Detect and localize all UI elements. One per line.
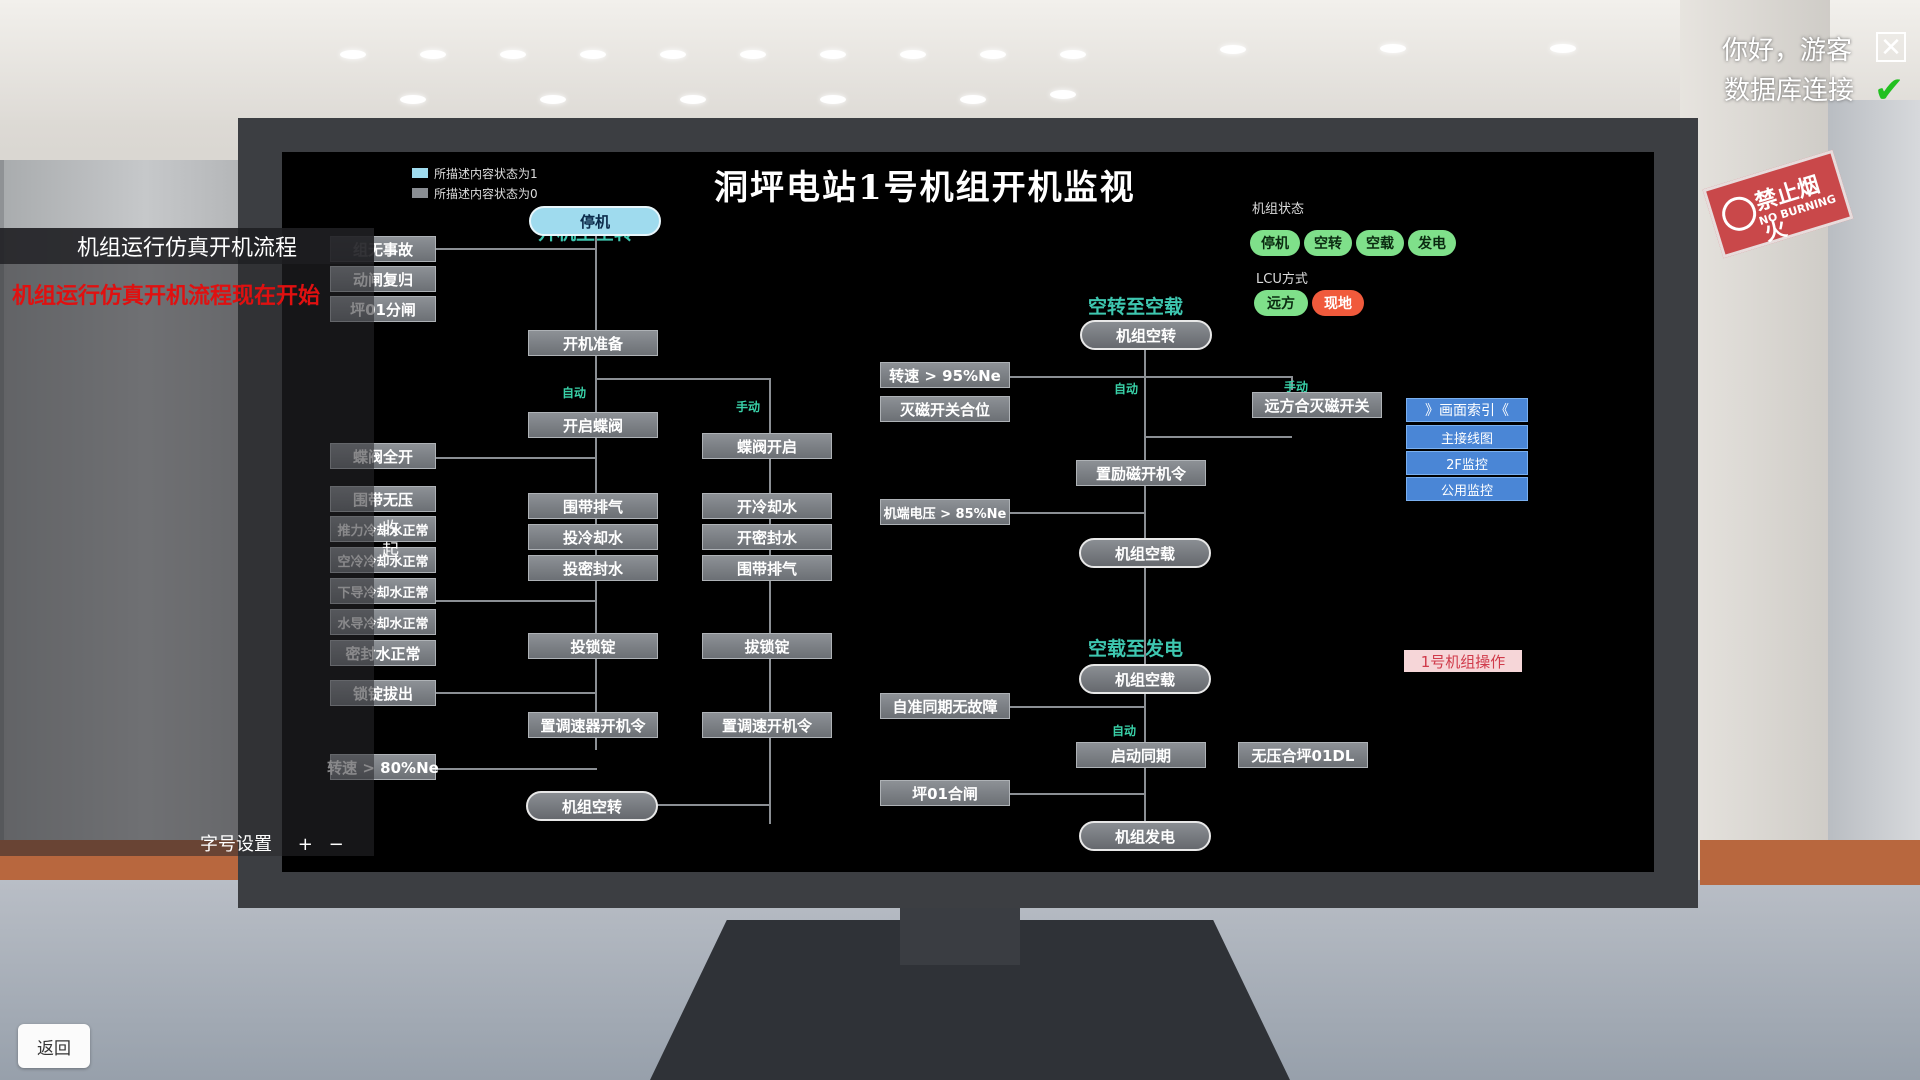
mode-auto-2: 自动 (1114, 382, 1139, 396)
pillar (1828, 100, 1920, 900)
mode-manual-2: 手动 (1284, 380, 1309, 394)
step-exc-cmd: 置励磁开机令 (1076, 460, 1206, 486)
lcu-local: 现地 (1312, 290, 1364, 316)
state-generate: 发电 (1408, 230, 1456, 256)
collapse-button[interactable]: 收起 (382, 519, 399, 561)
db-status: 数据库连接 (1724, 76, 1855, 106)
legend-swatch-off (412, 188, 428, 198)
state-idle: 空转 (1304, 230, 1352, 256)
legend-state0: 所描述内容状态为0 (434, 187, 538, 201)
monitor-screen: 所描述内容状态为1 所描述内容状态为0 洞坪电站1号机组开机监视 开机至空转 空… (282, 152, 1654, 872)
step-noload: 机组空载 (1079, 538, 1211, 568)
step-open-valve: 开启蝶阀 (528, 412, 658, 438)
font-setting: 字号设置 + − (200, 830, 344, 856)
cond-field-closed: 灭磁开关合位 (880, 396, 1010, 422)
state-stop: 停机 (1250, 230, 1300, 256)
step-open-seal: 开密封水 (702, 524, 832, 550)
step-gov-cmd: 置调速器开机令 (528, 712, 658, 738)
step-noload-2: 机组空载 (1079, 664, 1211, 694)
step-prepare: 开机准备 (528, 330, 658, 356)
panel-title: 机组运行仿真开机流程 (0, 228, 374, 264)
legend-state1: 所描述内容状态为1 (434, 167, 538, 181)
index-2f-monitor[interactable]: 2F监控 (1406, 451, 1528, 475)
step-generate: 机组发电 (1079, 821, 1211, 851)
step-seal-water: 投密封水 (528, 555, 658, 581)
step-seal-exhaust: 围带排气 (528, 493, 658, 519)
step-exhaust: 围带排气 (702, 555, 832, 581)
step-idle: 机组空转 (526, 791, 658, 821)
step-stop[interactable]: 停机 (529, 206, 661, 236)
unit-op-button[interactable]: 1号机组操作 (1404, 650, 1522, 672)
index-header[interactable]: 》画面索引《 (1406, 398, 1528, 422)
page-title: 洞坪电站1号机组开机监视 (714, 168, 1136, 208)
monitor-neck (900, 905, 1020, 965)
panel-message: 机组运行仿真开机流程现在开始 (12, 284, 321, 309)
section-noload-gen: 空载至发电 (1088, 638, 1184, 660)
greeting: 你好，游客 (1722, 36, 1853, 66)
flow-panel (0, 228, 374, 856)
step-start-sync: 启动同期 (1076, 742, 1206, 768)
lcu-mode-label: LCU方式 (1256, 272, 1308, 287)
font-decrease-button[interactable]: − (328, 834, 344, 855)
mode-auto-1: 自动 (562, 386, 587, 400)
step-pull-lock: 拔锁锭 (702, 633, 832, 659)
index-main-wiring[interactable]: 主接线图 (1406, 425, 1528, 449)
floor-stripe (1700, 840, 1920, 885)
step-valve-open: 蝶阀开启 (702, 433, 832, 459)
mode-auto-3: 自动 (1112, 724, 1137, 738)
check-icon: ✔ (1874, 70, 1905, 111)
step-remote-field: 远方合灭磁开关 (1252, 392, 1382, 418)
font-setting-label: 字号设置 (200, 834, 272, 855)
mode-manual-1: 手动 (736, 400, 761, 414)
lcu-remote: 远方 (1254, 290, 1308, 316)
step-idle-2: 机组空转 (1080, 320, 1212, 350)
section-idle-noload: 空转至空载 (1088, 296, 1184, 318)
wall (1680, 0, 1830, 900)
cond-speed-95: 转速 > 95%Ne (880, 362, 1010, 388)
unit-state-label: 机组状态 (1252, 202, 1305, 217)
cond-breaker-close: 坪01合闸 (880, 780, 1010, 806)
back-button[interactable]: 返回 (18, 1024, 90, 1068)
close-icon[interactable]: ✕ (1876, 32, 1906, 62)
cond-sync-ok: 自准同期无故障 (880, 693, 1010, 719)
step-dead-bus: 无压合坪01DL (1238, 742, 1368, 768)
state-noload: 空载 (1356, 230, 1404, 256)
step-open-cool: 开冷却水 (702, 493, 832, 519)
font-increase-button[interactable]: + (297, 834, 313, 855)
cond-volt-85: 机端电压 > 85%Ne (880, 499, 1010, 525)
ceiling (0, 0, 1920, 120)
step-cool-water: 投冷却水 (528, 524, 658, 550)
step-gov-cmd-manual: 置调速开机令 (702, 712, 832, 738)
legend-swatch-on (412, 168, 428, 178)
step-lock: 投锁锭 (528, 633, 658, 659)
index-public-monitor[interactable]: 公用监控 (1406, 477, 1528, 501)
